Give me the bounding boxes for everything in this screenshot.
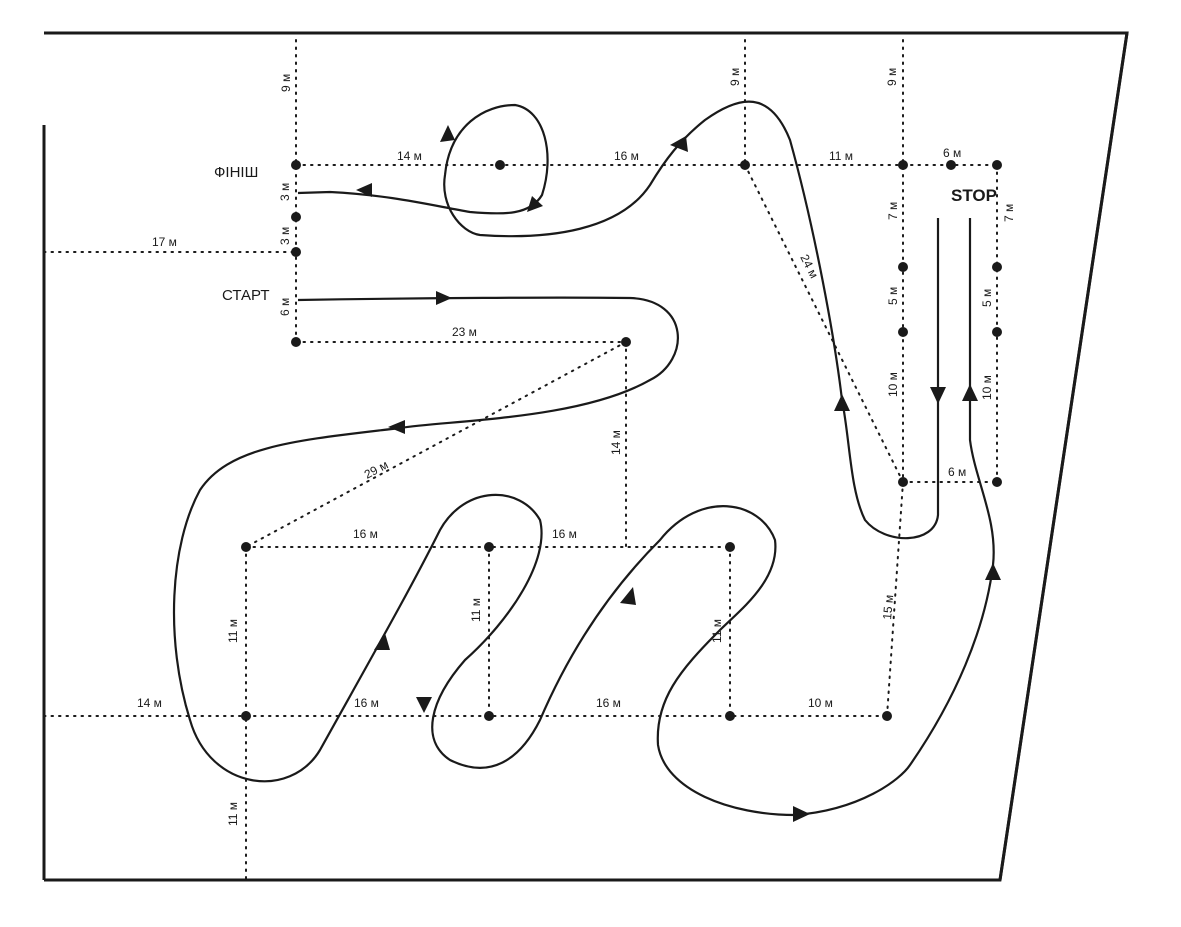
dimension-label: 11 м <box>226 802 240 826</box>
cone-marker <box>291 212 301 222</box>
dimension-label: 29 м <box>362 458 391 482</box>
guide-line <box>744 164 904 483</box>
cone-marker <box>725 542 735 552</box>
cone-marker <box>898 160 908 170</box>
cone-marker <box>992 262 1002 272</box>
dimension-label: 11 м <box>829 149 853 163</box>
cone-marker <box>291 247 301 257</box>
dimension-label: 10 м <box>886 372 900 397</box>
dimension-label: 7 м <box>1002 204 1016 222</box>
cone-marker <box>898 477 908 487</box>
dimension-label: 14 м <box>609 430 623 455</box>
route-path <box>297 100 940 540</box>
cone-marker <box>992 477 1002 487</box>
dimension-label: 5 м <box>980 289 994 307</box>
dimension-label: 14 м <box>397 149 422 163</box>
dimension-label: 3 м <box>278 227 292 245</box>
cone-marker <box>740 160 750 170</box>
cone-marker <box>484 542 494 552</box>
stop-label: STOP <box>951 186 997 205</box>
arrow-right-icon <box>436 291 452 305</box>
dimension-label: 9 м <box>885 68 899 86</box>
start-label: СТАРТ <box>222 287 270 304</box>
cone-marker <box>291 337 301 347</box>
dimension-label: 16 м <box>596 696 621 710</box>
cone-marker <box>621 337 631 347</box>
arrow-left-icon <box>670 136 688 152</box>
arrow-left-icon <box>388 420 405 434</box>
cone-marker <box>992 160 1002 170</box>
arrow-up-icon <box>374 633 390 650</box>
cone-marker <box>882 711 892 721</box>
arrow-up-icon <box>440 125 455 142</box>
dimension-label: 16 м <box>614 149 639 163</box>
dimension-label: 10 м <box>808 696 833 710</box>
dimension-label: 16 м <box>353 527 378 541</box>
cone-marker <box>241 711 251 721</box>
guide-line <box>245 341 627 548</box>
dimension-label: 11 м <box>710 619 724 643</box>
dimension-label: 6 м <box>278 298 292 316</box>
guide-line <box>886 481 904 717</box>
cone-marker <box>484 711 494 721</box>
arrow-up-icon <box>834 394 850 411</box>
route-path <box>172 296 995 817</box>
dimension-label: 17 м <box>152 235 177 249</box>
dimension-label: 3 м <box>278 183 292 201</box>
dimension-label: 11 м <box>469 598 483 622</box>
finish-label: ФІНІШ <box>214 164 258 181</box>
arrow-right-icon <box>793 806 810 822</box>
dimension-label: 7 м <box>886 202 900 220</box>
arrow-down-icon <box>930 387 946 404</box>
dimension-label: 16 м <box>552 527 577 541</box>
dimension-label: 15 м <box>880 594 896 620</box>
route <box>172 100 995 817</box>
dimension-label: 14 м <box>137 696 162 710</box>
arrow-left-icon <box>356 183 372 197</box>
dimension-label: 16 м <box>354 696 379 710</box>
direction-arrows <box>356 125 1001 822</box>
dimension-label: 5 м <box>886 287 900 305</box>
field-boundary-right <box>998 32 1129 881</box>
cone-marker <box>725 711 735 721</box>
dimension-label: 23 м <box>452 325 477 339</box>
arrow-up-icon <box>620 587 636 605</box>
cone-marker <box>992 327 1002 337</box>
arrow-up-icon <box>962 384 978 401</box>
cone-marker <box>291 160 301 170</box>
arrow-down-icon <box>527 196 543 212</box>
arrow-up-icon <box>985 563 1001 580</box>
cone-marker <box>946 160 956 170</box>
cones <box>241 160 1002 721</box>
cone-marker <box>495 160 505 170</box>
guide-lines <box>43 39 998 881</box>
cone-marker <box>241 542 251 552</box>
cone-marker <box>898 262 908 272</box>
arrow-down-icon <box>416 697 432 713</box>
dimension-label: 6 м <box>948 465 966 479</box>
dimension-label: 9 м <box>728 68 742 86</box>
dimension-label: 9 м <box>279 74 293 92</box>
dimension-label: 10 м <box>980 375 994 400</box>
dimension-label: 11 м <box>226 619 240 643</box>
dimension-label: 6 м <box>943 146 961 160</box>
cone-marker <box>898 327 908 337</box>
